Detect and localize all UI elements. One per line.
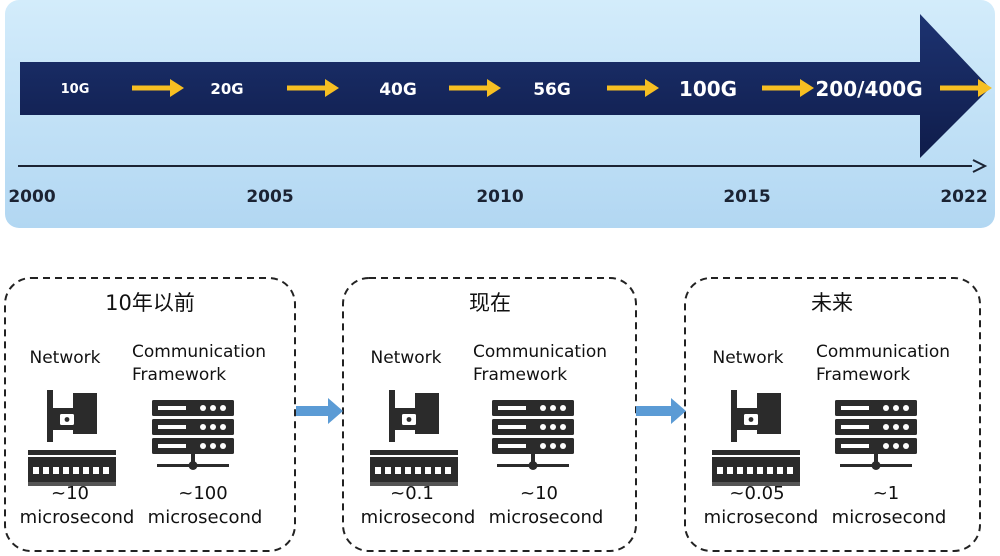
stage-box-present: 现在 Network Communication Framework ~0.1 …	[342, 277, 637, 552]
network-header: Network	[371, 348, 442, 368]
stage-box-past: 10年以前 Network Communication Framework ~1…	[4, 277, 296, 552]
network-latency-value: ~0.1	[390, 483, 434, 504]
year-label-2010: 2010	[476, 187, 523, 207]
framework-header-line2: Framework	[132, 365, 226, 385]
stage-dashed-border	[4, 277, 296, 552]
network-latency-unit: microsecond	[704, 507, 819, 528]
speed-label-56g: 56G	[533, 80, 571, 100]
server-rack-icon	[835, 400, 917, 470]
year-axis-arrowhead	[972, 159, 988, 173]
stage-dashed-border	[342, 277, 637, 552]
stage-title: 未来	[811, 291, 853, 315]
server-rack-icon	[152, 400, 234, 470]
year-label-2015: 2015	[723, 187, 770, 207]
stage-transition-arrow	[636, 398, 686, 424]
stage-title: 10年以前	[105, 291, 195, 315]
speed-label-20g: 20G	[210, 80, 243, 98]
framework-header-line2: Framework	[473, 365, 567, 385]
framework-header-line1: Communication	[132, 342, 266, 362]
stage-dashed-border	[684, 277, 981, 552]
speed-timeline-banner: 10G 20G 40G 56G 100G 200/400G 2000 2005 …	[5, 0, 995, 228]
speed-label-100g: 100G	[679, 77, 737, 101]
speed-label-200-400g: 200/400G	[815, 77, 922, 101]
speed-label-10g: 10G	[61, 82, 90, 97]
framework-latency-value: ~10	[520, 483, 558, 504]
network-latency-unit: microsecond	[20, 507, 135, 528]
speed-shaft-arrow	[20, 14, 990, 158]
network-header: Network	[30, 348, 101, 368]
network-card-icon	[712, 390, 800, 486]
framework-header-line1: Communication	[816, 342, 950, 362]
stage-box-future: 未来 Network Communication Framework ~0.05…	[684, 277, 981, 552]
framework-latency-unit: microsecond	[148, 507, 263, 528]
framework-latency-value: ~1	[873, 483, 900, 504]
network-latency-value: ~10	[51, 483, 89, 504]
network-latency-value: ~0.05	[729, 483, 784, 504]
network-header: Network	[713, 348, 784, 368]
framework-header-line1: Communication	[473, 342, 607, 362]
stage-title: 现在	[469, 291, 511, 315]
stage-transition-arrow	[296, 398, 343, 424]
framework-latency-unit: microsecond	[489, 507, 604, 528]
network-card-icon	[370, 390, 458, 486]
server-rack-icon	[492, 400, 574, 470]
year-label-2005: 2005	[246, 187, 293, 207]
year-label-2000: 2000	[8, 187, 55, 207]
framework-latency-value: ~100	[178, 483, 227, 504]
year-label-2022: 2022	[940, 187, 987, 207]
framework-latency-unit: microsecond	[832, 507, 947, 528]
network-card-icon	[28, 390, 116, 486]
framework-header-line2: Framework	[816, 365, 910, 385]
speed-label-40g: 40G	[379, 80, 417, 100]
network-latency-unit: microsecond	[361, 507, 476, 528]
